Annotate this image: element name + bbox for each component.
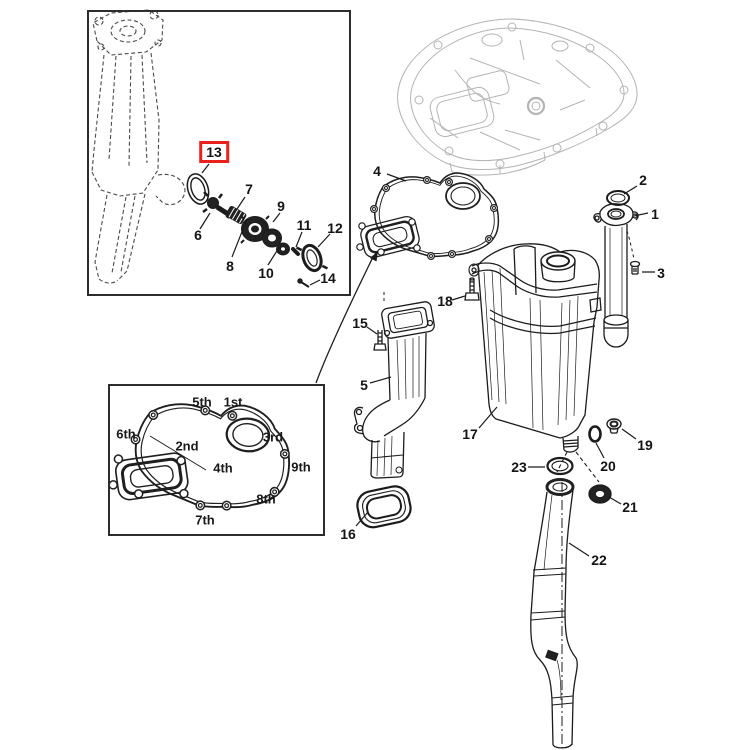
- sequence-label-5th: 5th: [192, 394, 212, 410]
- adaptor-plate-faded: [397, 18, 638, 176]
- sequence-label-4th: 4th: [213, 460, 233, 476]
- sequence-label-7th: 7th: [195, 512, 215, 528]
- callout-21[interactable]: 21: [622, 499, 638, 515]
- o-ring-2: [606, 190, 630, 206]
- pump-assembly-inset-frame: [87, 10, 351, 296]
- screw-14: [297, 278, 310, 288]
- seal-ring-9: [262, 228, 282, 248]
- oil-tank-17: [468, 243, 602, 453]
- callout-16[interactable]: 16: [340, 526, 356, 542]
- drain-hardware: [528, 418, 637, 557]
- plug-19: [606, 418, 622, 434]
- callout-4[interactable]: 4: [373, 163, 381, 179]
- sequence-label-3rd: 3rd: [262, 429, 284, 445]
- tank-bracket-straps: [468, 262, 602, 335]
- sequence-arrow: [315, 251, 378, 384]
- callout-23[interactable]: 23: [511, 459, 527, 475]
- tube-lower-collar: [603, 314, 629, 348]
- bushing-7: [225, 205, 247, 225]
- callout-17[interactable]: 17: [462, 426, 478, 442]
- callout-12[interactable]: 12: [327, 220, 343, 236]
- callout-2[interactable]: 2: [639, 172, 647, 188]
- callout-20[interactable]: 20: [600, 458, 616, 474]
- callout-6[interactable]: 6: [194, 227, 202, 243]
- bolt-3: [629, 260, 641, 275]
- tightening-sequence-inset-frame: [108, 384, 325, 536]
- callout-19[interactable]: 19: [637, 437, 653, 453]
- sequence-label-9th: 9th: [291, 459, 311, 475]
- sequence-label-6th: 6th: [116, 426, 136, 442]
- callout-15[interactable]: 15: [352, 315, 368, 331]
- callout-14[interactable]: 14: [320, 270, 336, 286]
- tube-flange-1: [593, 203, 639, 227]
- drain-tube-22: [530, 478, 578, 749]
- gasket-4: [355, 171, 500, 261]
- o-ring-20: [588, 425, 602, 443]
- oil-tube-1-assembly: [593, 185, 655, 348]
- callout-3[interactable]: 3: [657, 265, 665, 281]
- bolt-15: [373, 330, 387, 351]
- driveshaft-housing-phantom: [91, 9, 186, 284]
- tank-filler-neck: [540, 251, 576, 283]
- callout-5[interactable]: 5: [360, 377, 368, 393]
- exhaust-pipe-5-assembly: [353, 277, 480, 479]
- inset1-leader-lines: [199, 163, 331, 286]
- sequence-label-8th: 8th: [256, 491, 276, 507]
- sequence-gasket: [106, 390, 297, 520]
- pump-body-8: [240, 215, 270, 244]
- callout-7[interactable]: 7: [245, 181, 253, 197]
- callout-13-highlighted[interactable]: 13: [199, 141, 229, 163]
- pipe-flange: [381, 301, 435, 339]
- bolt-18: [464, 277, 480, 301]
- pipe-clamp-boss: [353, 406, 365, 435]
- callout-11[interactable]: 11: [296, 217, 312, 233]
- o-ring-23: [546, 456, 574, 476]
- sequence-label-1st: 1st: [223, 394, 243, 410]
- grommet-21: [588, 484, 612, 504]
- callout-8[interactable]: 8: [226, 258, 234, 274]
- oil-pump-exploded-parts: [186, 163, 331, 288]
- callout-18[interactable]: 18: [437, 293, 453, 309]
- o-ring-13: [186, 173, 210, 205]
- pin-11: [291, 247, 300, 256]
- callout-1[interactable]: 1: [651, 206, 659, 222]
- callout-22[interactable]: 22: [591, 552, 607, 568]
- sequence-label-2nd: 2nd: [175, 438, 199, 454]
- callout-10[interactable]: 10: [258, 265, 274, 281]
- tank-drain-nipple: [562, 436, 579, 453]
- seal-16: [355, 485, 412, 529]
- callout-9[interactable]: 9: [277, 198, 285, 214]
- retainer-12: [296, 243, 328, 273]
